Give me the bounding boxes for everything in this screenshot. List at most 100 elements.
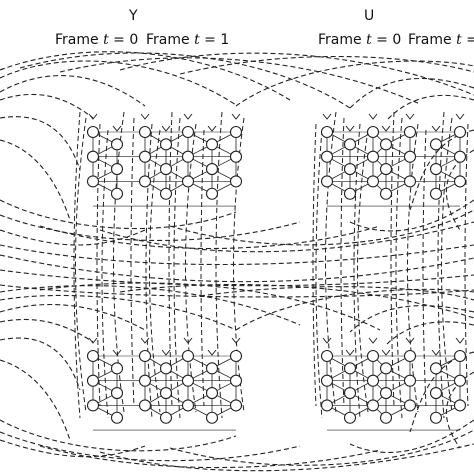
graph-node — [366, 399, 380, 412]
graph-node — [110, 138, 124, 151]
arrowhead-bottom — [183, 337, 193, 344]
graph-node — [366, 374, 380, 387]
vertical-dashed-bundle — [312, 123, 317, 407]
graph-node — [181, 150, 195, 163]
vertical-dashed-bundle — [185, 123, 197, 413]
arrowhead-bottom — [405, 337, 415, 344]
graph-node — [403, 349, 417, 363]
dashed-arc-mid-14 — [119, 284, 474, 319]
graph-node — [159, 163, 173, 176]
graph-node — [379, 187, 393, 200]
dashed-arc-top-7 — [0, 75, 146, 107]
graph-node — [181, 399, 195, 412]
graph-node — [343, 386, 357, 400]
graph-node — [320, 150, 334, 163]
vertical-dashed-bundle — [390, 111, 395, 407]
arrowhead-top — [345, 125, 355, 132]
arrowhead-top — [381, 125, 391, 132]
arrowhead-bottom — [88, 337, 98, 344]
dashed-arc-mid-17 — [0, 303, 146, 331]
dashed-arc-mid-10 — [0, 284, 474, 298]
graph-node — [403, 374, 417, 387]
vertical-dashed-bundle — [353, 123, 361, 419]
dashed-arc-bot-3 — [99, 443, 474, 472]
dashed-arc-bot-9 — [409, 351, 474, 433]
graph-node — [429, 163, 443, 176]
graph-node — [159, 386, 173, 400]
graph-node — [110, 187, 124, 200]
dashed-arc-bot-4 — [169, 429, 474, 466]
graph-node — [343, 362, 357, 375]
dashed-arc-bot-6 — [349, 419, 474, 453]
arrowhead-bottom — [140, 337, 150, 344]
graph-node — [379, 386, 393, 400]
graph-node — [429, 386, 443, 400]
graph-node — [138, 175, 152, 188]
graph-node — [205, 163, 219, 176]
graph-node — [181, 349, 195, 363]
vertical-dashed-bundle — [73, 111, 81, 419]
vertical-dashed-bundle — [315, 129, 323, 419]
dashed-arc-top-6 — [235, 60, 474, 107]
graph-node — [320, 175, 334, 188]
graph-node — [110, 411, 124, 424]
graph-node — [205, 362, 219, 375]
arrowhead-bottom — [431, 349, 441, 356]
graph-node — [110, 362, 124, 375]
dashed-arc-mid-7 — [0, 244, 474, 266]
arrowhead-top — [88, 113, 98, 120]
dashed-arc-mid-16 — [235, 288, 474, 331]
graph-node — [320, 125, 334, 139]
graph-node — [403, 175, 417, 188]
vertical-dashed-bundle — [422, 129, 427, 407]
dashed-arc-top-12 — [0, 139, 71, 221]
graph-node — [229, 150, 243, 163]
dashed-arc-bot-1 — [0, 431, 301, 462]
graph-node — [110, 163, 124, 176]
vertical-dashed-bundle — [215, 111, 223, 419]
graph-node — [138, 399, 152, 412]
arrowhead-top — [183, 113, 193, 120]
dashed-arc-top-4 — [119, 52, 474, 96]
graph-node — [181, 175, 195, 188]
dashed-arc-mid-8 — [0, 254, 474, 283]
graph-node — [453, 374, 467, 387]
dashed-arc-top-11 — [0, 116, 81, 171]
frame-label-y-0: Frame t = 0 — [55, 32, 139, 48]
graph-node — [159, 411, 173, 424]
dashed-arc-mid-18 — [0, 318, 94, 343]
graph-node — [453, 125, 467, 139]
arrowhead-top — [368, 113, 378, 120]
vertical-dashed-bundle — [130, 117, 135, 407]
arrowhead-bottom — [455, 337, 465, 344]
vertical-dashed-bundle — [340, 117, 345, 407]
column-title-y: Y — [129, 8, 138, 24]
vertical-dashed-bundle — [200, 129, 205, 407]
arrowhead-bottom — [381, 349, 391, 356]
dashed-arc-top-13 — [409, 129, 474, 211]
dashed-arc-mid-13 — [39, 282, 381, 331]
graph-node — [110, 386, 124, 400]
graph-node — [366, 125, 380, 139]
graph-node — [429, 138, 443, 151]
graph-node — [366, 349, 380, 363]
vertical-dashed-bundle — [96, 123, 101, 407]
graph-node — [138, 349, 152, 363]
vertical-dashed-bundle — [441, 117, 453, 413]
arrowhead-bottom — [161, 349, 171, 356]
graph-node — [86, 125, 100, 139]
graph-node — [159, 138, 173, 151]
graph-node — [343, 138, 357, 151]
graph-node — [86, 150, 100, 163]
dashed-arc-mid-19 — [349, 305, 474, 333]
graph-node — [429, 362, 443, 375]
graph-node — [229, 374, 243, 387]
graph-node — [366, 175, 380, 188]
graph-node — [366, 150, 380, 163]
dashed-arc-top-10 — [386, 94, 474, 121]
arrowhead-top — [161, 125, 171, 132]
dashed-arc-bot-2 — [39, 445, 381, 469]
graph-node — [229, 399, 243, 412]
graph-node — [453, 150, 467, 163]
